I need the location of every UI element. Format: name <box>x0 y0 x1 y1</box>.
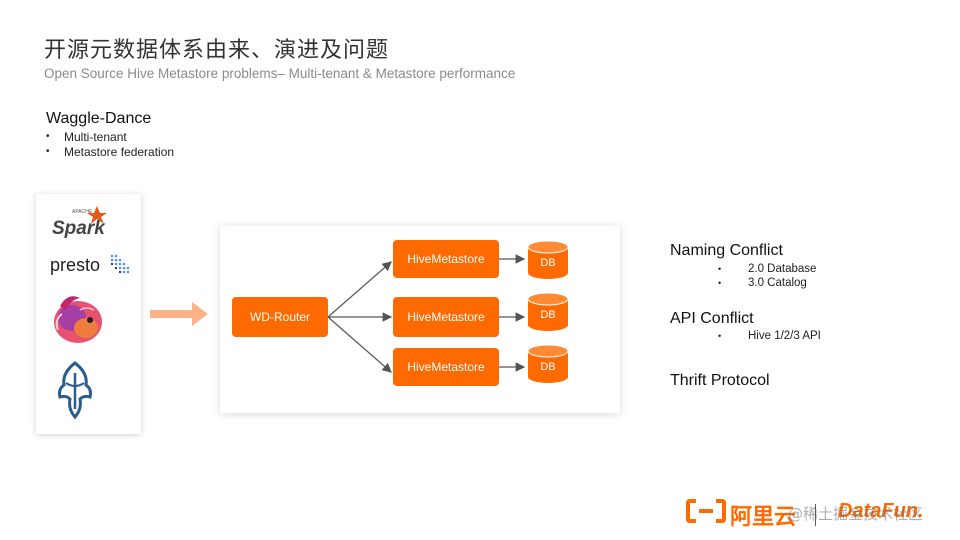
footer-divider <box>815 504 816 526</box>
aliyun-brand-text: 阿里云 <box>730 505 797 530</box>
engine-logos-panel: APACHE Spark presto <box>36 194 141 434</box>
diagram-connectors <box>327 254 526 373</box>
thrift-protocol-heading: Thrift Protocol <box>670 372 770 389</box>
aliyun-logo-icon <box>686 498 726 529</box>
naming-conflict-heading: Naming Conflict <box>670 242 783 259</box>
wd-router-box: WD-Router <box>232 297 328 337</box>
spark-small-text: APACHE <box>72 209 93 215</box>
architecture-diagram: WD-Router HiveMetastore HiveMetastore Hi… <box>220 226 620 413</box>
db-label: DB <box>540 257 556 269</box>
list-item: Hive 1/2/3 API <box>718 329 821 343</box>
datafun-brand-text: DataFun. <box>838 500 924 522</box>
spark-text: Spark <box>52 218 106 239</box>
page-subtitle: Open Source Hive Metastore problems– Mul… <box>44 66 516 81</box>
presto-text: presto <box>50 255 100 275</box>
list-item: Multi-tenant <box>46 130 174 145</box>
database-cylinder-icon: DB <box>526 292 570 332</box>
database-cylinder-icon: DB <box>526 344 570 384</box>
api-conflict-list: Hive 1/2/3 API <box>718 329 821 343</box>
spark-logo: APACHE Spark <box>50 202 130 247</box>
spark-star-icon <box>87 206 107 224</box>
list-item: 3.0 Catalog <box>718 276 816 290</box>
database-cylinder-icon: DB <box>526 240 570 280</box>
page-title: 开源元数据体系由来、演进及问题 <box>44 38 390 63</box>
hive-metastore-box: HiveMetastore <box>393 297 499 337</box>
presto-dots-icon <box>110 254 130 274</box>
db-label: DB <box>540 361 556 373</box>
hive-metastore-box: HiveMetastore <box>393 240 499 278</box>
flow-arrow-icon <box>150 302 210 331</box>
list-item: Metastore federation <box>46 145 174 160</box>
waggle-dance-list: Multi-tenant Metastore federation <box>46 130 174 159</box>
api-conflict-heading: API Conflict <box>670 310 754 327</box>
flink-squirrel-icon <box>50 290 106 351</box>
hive-metastore-box: HiveMetastore <box>393 348 499 386</box>
watermark-text: @稀土掘金技术社区 <box>788 505 924 523</box>
presto-logo: presto <box>50 252 140 283</box>
waggle-dance-heading: Waggle-Dance <box>46 110 152 127</box>
db-label: DB <box>540 309 556 321</box>
naming-conflict-list: 2.0 Database 3.0 Catalog <box>718 262 816 290</box>
list-item: 2.0 Database <box>718 262 816 276</box>
hive-logo-icon <box>52 359 98 426</box>
